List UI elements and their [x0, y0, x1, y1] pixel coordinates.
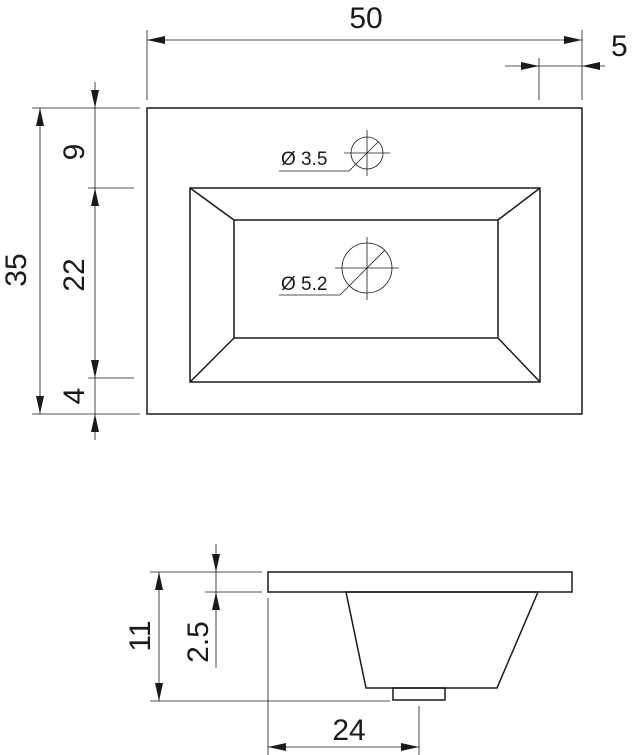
dim-bowl-width-label: 24: [332, 714, 365, 747]
dim-overall-depth: [36, 108, 44, 414]
dim-edge-margin: [505, 58, 605, 100]
side-view: 11 2.5 24: [124, 544, 573, 755]
basin-outer-outline: [189, 187, 541, 383]
slab-outline: [146, 107, 583, 415]
tap-hole-label: Ø 3.5: [281, 149, 327, 170]
side-drain: [392, 687, 446, 701]
top-view: Ø 3.5 Ø 5.2 50 5: [0, 2, 628, 440]
side-bowl: [345, 591, 540, 689]
dim-total-height-label: 11: [124, 620, 157, 651]
dim-top-thickness-label: 2.5: [182, 621, 215, 663]
tap-hole: [279, 130, 390, 176]
dim-overall-width: [146, 30, 583, 100]
dim-overall-depth-label: 35: [0, 253, 33, 286]
drain-hole-label: Ø 5.2: [281, 274, 327, 295]
basin-inner-outline: [233, 219, 499, 339]
dim-top-thickness: [212, 544, 220, 668]
side-extension-lines: [150, 571, 420, 755]
dim-vertical-chain: [91, 82, 99, 440]
dim-back-margin-label: 9: [58, 144, 91, 161]
dim-basin-depth-label: 22: [58, 258, 91, 291]
dim-edge-margin-label: 5: [611, 30, 628, 63]
side-slab: [267, 571, 573, 593]
dim-total-height: [155, 572, 163, 701]
dim-overall-width-label: 50: [349, 2, 382, 35]
dim-extension-lines-left: [32, 107, 140, 415]
drain-hole: [279, 237, 399, 300]
basin-bevel-lines: [189, 187, 541, 383]
dim-front-margin-label: 4: [58, 388, 91, 405]
dim-bowl-width: [268, 743, 419, 751]
